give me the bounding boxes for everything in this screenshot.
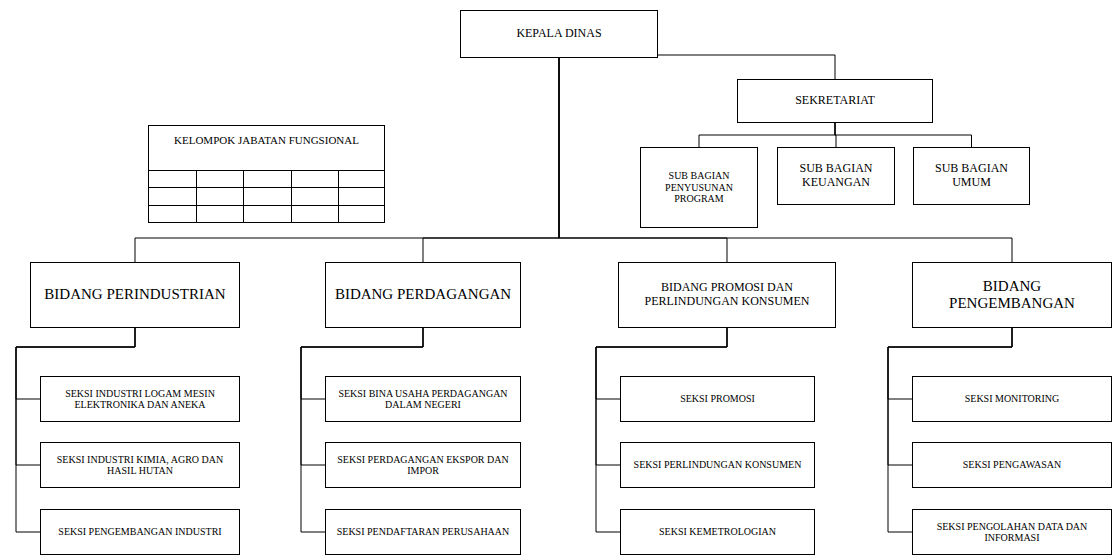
division-box: BIDANG PROMOSI DAN PERLINDUNGAN KONSUMEN: [618, 262, 836, 328]
box-label: KELOMPOK JABATAN FUNGSIONAL: [174, 134, 359, 147]
box-label: SEKSI INDUSTRI LOGAM MESIN ELEKTRONIKA D…: [47, 388, 233, 411]
org-connector: [559, 55, 835, 79]
box-label: SEKSI KEMETROLOGIAN: [659, 526, 776, 538]
head-box: KEPALA DINAS: [460, 10, 658, 58]
division-box: BIDANG PERDAGANGAN: [325, 262, 521, 328]
section-box: SEKSI INDUSTRI KIMIA, AGRO DAN HASIL HUT…: [40, 442, 240, 488]
box-label: SEKSI PENGAWASAN: [963, 459, 1061, 471]
box-label: BIDANG PERINDUSTRIAN: [44, 286, 225, 303]
section-box: SEKSI PENGAWASAN: [912, 442, 1112, 488]
box-label: SEKSI PERDAGANGAN EKSPOR DAN IMPOR: [332, 454, 514, 477]
subsection-box: SUB BAGIAN UMUM: [913, 147, 1030, 205]
org-connector: [699, 123, 835, 147]
functional-group-box: KELOMPOK JABATAN FUNGSIONAL: [148, 125, 385, 223]
section-box: SEKSI BINA USAHA PERDAGANGAN DALAM NEGER…: [325, 376, 521, 422]
section-box: SEKSI PROMOSI: [620, 376, 815, 422]
box-label: SEKSI MONITORING: [965, 393, 1060, 405]
section-box: SEKSI PENGEMBANGAN INDUSTRI: [40, 509, 240, 555]
org-connector: [596, 328, 727, 532]
division-box: BIDANG PERINDUSTRIAN: [30, 262, 240, 328]
box-label: SEKSI BINA USAHA PERDAGANGAN DALAM NEGER…: [332, 388, 514, 411]
section-box: SEKSI PERDAGANGAN EKSPOR DAN IMPOR: [325, 442, 521, 488]
box-label: SUB BAGIAN UMUM: [920, 162, 1023, 190]
section-box: SEKSI KEMETROLOGIAN: [620, 509, 815, 555]
subsection-box: SUB BAGIAN PENYUSUNAN PROGRAM: [640, 147, 758, 228]
org-connector: [135, 58, 559, 262]
box-label: KEPALA DINAS: [516, 27, 601, 41]
box-label: SEKSI PENDAFTARAN PERUSAHAAN: [337, 526, 510, 538]
section-box: SEKSI INDUSTRI LOGAM MESIN ELEKTRONIKA D…: [40, 376, 240, 422]
box-label: SUB BAGIAN KEUANGAN: [784, 162, 888, 190]
box-label: BIDANG PROMOSI DAN PERLINDUNGAN KONSUMEN: [625, 281, 829, 309]
org-connector: [888, 328, 1012, 532]
box-label: SEKSI PENGEMBANGAN INDUSTRI: [58, 526, 221, 538]
section-box: SEKSI PENDAFTARAN PERUSAHAAN: [325, 509, 521, 555]
box-label: SEKSI PERLINDUNGAN KONSUMEN: [634, 459, 802, 471]
org-connector: [423, 58, 559, 262]
secretariat-box: SEKRETARIAT: [737, 79, 933, 123]
division-box: BIDANG PENGEMBANGAN: [912, 262, 1112, 328]
box-label: BIDANG PENGEMBANGAN: [919, 278, 1105, 313]
subsection-box: SUB BAGIAN KEUANGAN: [777, 147, 895, 205]
box-label: SEKSI PENGOLAHAN DATA DAN INFORMASI: [919, 521, 1105, 544]
box-label: SEKRETARIAT: [795, 94, 875, 108]
section-box: SEKSI PENGOLAHAN DATA DAN INFORMASI: [912, 509, 1112, 555]
org-connector: [16, 328, 135, 532]
org-connector: [301, 328, 423, 532]
box-label: BIDANG PERDAGANGAN: [335, 286, 511, 303]
box-label: SEKSI PROMOSI: [680, 393, 755, 405]
box-label: SEKSI INDUSTRI KIMIA, AGRO DAN HASIL HUT…: [47, 454, 233, 477]
org-connector: [835, 123, 972, 147]
box-label: SUB BAGIAN PENYUSUNAN PROGRAM: [647, 170, 751, 205]
section-box: SEKSI MONITORING: [912, 376, 1112, 422]
section-box: SEKSI PERLINDUNGAN KONSUMEN: [620, 442, 815, 488]
